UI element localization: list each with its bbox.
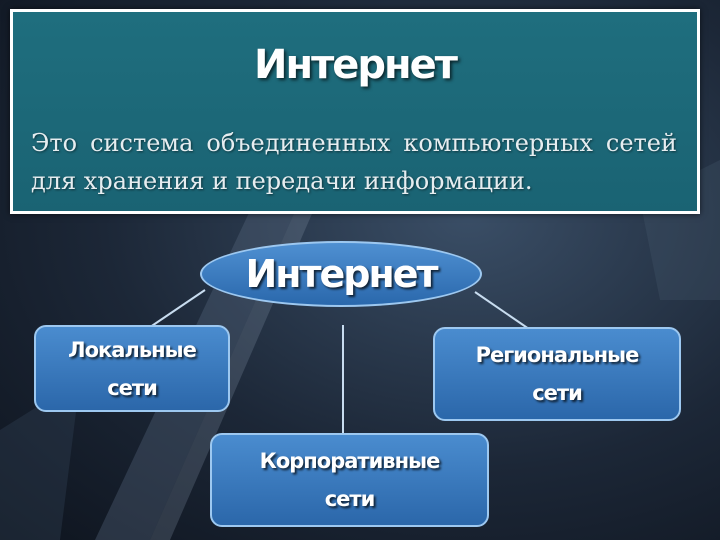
node-regional-label: Региональные сети — [475, 343, 640, 405]
definition-text: Это система объединенных компьютерных се… — [31, 129, 677, 195]
center-node-internet: Интернет — [200, 241, 482, 307]
definition-box: Интернет Это система объединенных компью… — [10, 9, 700, 214]
node-local-networks: Локальные сети — [34, 325, 230, 412]
node-local-label: Локальные сети — [68, 337, 197, 400]
definition-title: Интернет — [253, 42, 458, 88]
node-corporate-networks: Корпоративные сети — [210, 433, 489, 527]
node-regional-networks: Региональные сети — [433, 327, 681, 421]
center-node-label: Интернет — [245, 252, 438, 296]
node-corporate-label: Корпоративные сети — [259, 449, 441, 511]
